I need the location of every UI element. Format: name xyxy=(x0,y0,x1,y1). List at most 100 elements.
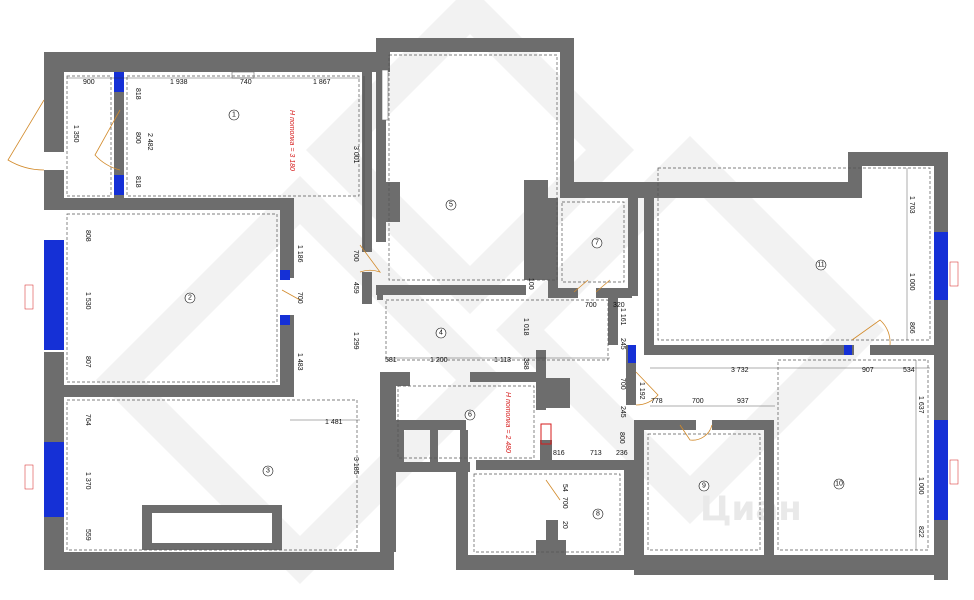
ceiling-height-note-2: H потолка = 2 480 xyxy=(504,392,511,453)
room-3-label: 3 xyxy=(262,465,274,477)
svg-text:1 530: 1 530 xyxy=(84,292,91,310)
svg-text:1 370: 1 370 xyxy=(84,472,91,490)
svg-text:5: 5 xyxy=(449,202,453,209)
svg-text:581: 581 xyxy=(385,357,397,364)
door-jamb-2b xyxy=(280,315,290,325)
room-7-label: 7 xyxy=(591,237,603,249)
svg-text:320: 320 xyxy=(613,302,625,309)
svg-text:740: 740 xyxy=(240,79,252,86)
svg-text:20: 20 xyxy=(561,521,568,529)
svg-text:1 000: 1 000 xyxy=(908,273,915,291)
svg-text:1 000: 1 000 xyxy=(917,477,924,495)
svg-text:11: 11 xyxy=(817,262,824,269)
svg-text:6: 6 xyxy=(468,412,472,419)
vent-grille xyxy=(231,71,255,79)
window-room-10 xyxy=(934,420,948,520)
svg-text:1 200: 1 200 xyxy=(430,357,448,364)
room-10-label: 10 xyxy=(833,478,845,490)
svg-text:1 637: 1 637 xyxy=(917,396,924,414)
svg-text:10: 10 xyxy=(835,481,843,488)
svg-text:1 483: 1 483 xyxy=(296,353,303,371)
svg-text:818: 818 xyxy=(134,88,141,100)
svg-text:1 938: 1 938 xyxy=(170,79,188,86)
svg-text:2 482: 2 482 xyxy=(146,133,153,151)
bench-inner xyxy=(152,513,272,543)
svg-text:700: 700 xyxy=(619,378,626,390)
svg-text:245: 245 xyxy=(619,406,626,418)
window-room-11 xyxy=(934,232,948,300)
svg-text:3: 3 xyxy=(266,468,270,475)
window-annotations xyxy=(24,261,959,490)
svg-text:700: 700 xyxy=(585,302,597,309)
svg-text:1 113: 1 113 xyxy=(494,357,511,364)
svg-text:1 481: 1 481 xyxy=(325,419,343,426)
room-1-label: 1 xyxy=(228,109,240,121)
door-jamb-2a xyxy=(280,270,290,280)
svg-text:807: 807 xyxy=(84,356,91,368)
svg-text:9: 9 xyxy=(702,483,706,490)
svg-text:700: 700 xyxy=(352,250,359,262)
window-room-2 xyxy=(44,240,64,350)
svg-text:100: 100 xyxy=(527,278,534,290)
svg-text:54: 54 xyxy=(561,484,568,492)
svg-text:816: 816 xyxy=(553,450,565,457)
window-room-3 xyxy=(44,442,64,517)
svg-text:900: 900 xyxy=(83,79,95,86)
room-8-label: 8 xyxy=(592,508,604,520)
room-9-label: 9 xyxy=(698,480,710,492)
svg-text:778: 778 xyxy=(651,398,663,405)
watermark-text: Циан xyxy=(700,489,802,529)
svg-text:1 703: 1 703 xyxy=(908,196,915,214)
svg-text:822: 822 xyxy=(917,526,924,538)
svg-text:764: 764 xyxy=(84,414,91,426)
svg-text:937: 937 xyxy=(737,398,749,405)
svg-text:713: 713 xyxy=(590,450,602,457)
room-6-label: 6 xyxy=(464,409,476,421)
dimension-lines xyxy=(67,76,930,550)
windows xyxy=(44,72,948,520)
room-11-label: 11 xyxy=(815,259,827,271)
svg-text:1 186: 1 186 xyxy=(296,245,303,263)
room-outlines xyxy=(66,54,931,553)
door-jamb-11 xyxy=(844,345,852,355)
svg-text:700: 700 xyxy=(561,497,568,509)
walls xyxy=(44,38,948,580)
room-5-label: 5 xyxy=(445,199,457,211)
svg-text:808: 808 xyxy=(84,230,91,242)
svg-text:559: 559 xyxy=(84,529,91,541)
electrical-panel-icon xyxy=(540,423,552,445)
svg-text:700: 700 xyxy=(296,292,303,304)
window-room-5 xyxy=(381,69,389,121)
room-2-label: 2 xyxy=(184,292,196,304)
dimension-labels: 900 1 938 740 1 867 818 800 818 2 482 1 … xyxy=(72,79,924,541)
window-room-1a xyxy=(114,72,124,92)
svg-text:1: 1 xyxy=(232,112,236,119)
svg-text:800: 800 xyxy=(134,132,141,144)
svg-text:4: 4 xyxy=(439,330,443,337)
ceiling-height-note-1: H потолка = 3 180 xyxy=(288,110,295,171)
svg-text:7: 7 xyxy=(595,240,599,247)
svg-text:8: 8 xyxy=(596,511,600,518)
svg-text:700: 700 xyxy=(692,398,704,405)
window-room-1b xyxy=(114,175,124,195)
svg-text:800: 800 xyxy=(618,432,625,444)
svg-text:1 018: 1 018 xyxy=(522,318,529,336)
door-swings xyxy=(7,99,891,501)
svg-text:866: 866 xyxy=(908,322,915,334)
svg-text:3 001: 3 001 xyxy=(352,146,359,164)
door-jamb-hall xyxy=(628,345,636,363)
room-4-label: 4 xyxy=(435,327,447,339)
svg-text:3 185: 3 185 xyxy=(352,457,359,475)
svg-text:818: 818 xyxy=(134,176,141,188)
svg-text:388: 388 xyxy=(522,358,529,370)
svg-text:1 299: 1 299 xyxy=(352,332,359,350)
svg-text:459: 459 xyxy=(352,282,359,294)
svg-text:3 732: 3 732 xyxy=(731,367,749,374)
room-labels: 1 2 3 4 5 6 7 8 9 10 11 xyxy=(184,109,845,520)
svg-text:1 192: 1 192 xyxy=(638,382,645,400)
svg-text:1 350: 1 350 xyxy=(72,125,79,143)
svg-text:1 867: 1 867 xyxy=(313,79,331,86)
svg-text:2: 2 xyxy=(188,295,192,302)
svg-text:907: 907 xyxy=(862,367,874,374)
